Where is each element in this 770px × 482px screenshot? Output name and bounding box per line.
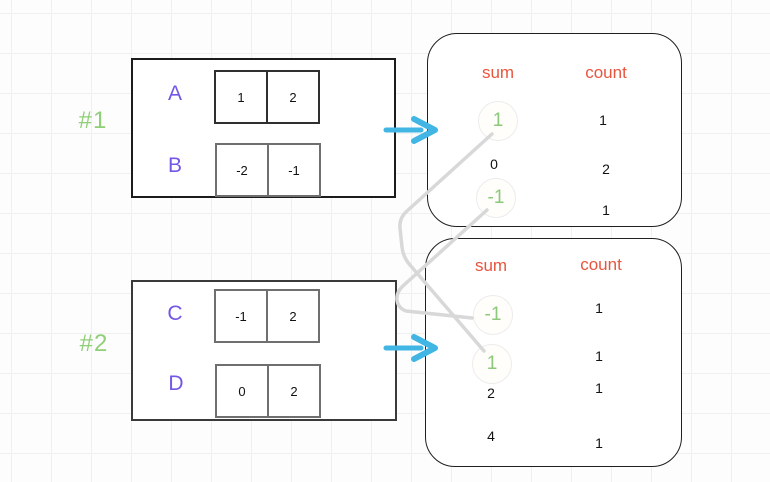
sum-column-header: sum <box>474 256 508 275</box>
count-column-header: count <box>580 255 622 274</box>
highlighted-sum-value: -1 <box>476 178 516 218</box>
array-cell: 0 <box>215 364 269 418</box>
sum-value: 1 <box>486 353 498 374</box>
array-a-cells: 1 2 <box>214 70 320 124</box>
count-column-header: count <box>585 63 627 82</box>
array-cell: 2 <box>266 289 320 343</box>
sum-column-header: sum <box>481 63 515 82</box>
array-cell: -2 <box>215 143 269 197</box>
count-value: 1 <box>595 348 603 364</box>
array-cell: 1 <box>214 70 268 124</box>
sum-value: 1 <box>492 110 504 131</box>
array-b-cells: -2 -1 <box>215 143 321 197</box>
group-2-box: C -1 2 D 0 2 <box>131 280 397 421</box>
sum-value: 4 <box>487 428 495 444</box>
array-d-cells: 0 2 <box>215 364 321 418</box>
group-1-label: #1 <box>78 107 108 134</box>
array-b-label: B <box>167 154 183 177</box>
count-value: 1 <box>595 300 603 316</box>
array-c-label: C <box>167 302 183 325</box>
count-value: 1 <box>595 380 603 396</box>
sum-count-table-1: sum count 1 1 0 2 -1 1 <box>427 33 682 227</box>
highlighted-sum-value: 1 <box>472 344 512 384</box>
array-cell: -1 <box>214 289 268 343</box>
count-value: 1 <box>599 112 607 128</box>
array-cell: 2 <box>267 364 321 418</box>
sum-value: 0 <box>490 156 498 172</box>
array-c-cells: -1 2 <box>214 289 320 343</box>
array-d-label: D <box>168 372 184 395</box>
sum-count-table-2: sum count -1 1 1 1 2 1 4 1 <box>425 238 682 467</box>
sum-value: 2 <box>487 385 495 401</box>
highlighted-sum-value: -1 <box>473 295 513 335</box>
count-value: 1 <box>602 202 610 218</box>
sum-value: -1 <box>487 187 505 208</box>
array-cell: -1 <box>267 143 321 197</box>
count-value: 2 <box>602 161 610 177</box>
sum-value: -1 <box>484 304 502 325</box>
highlighted-sum-value: 1 <box>478 101 518 141</box>
group-2-label: #2 <box>79 330 109 357</box>
count-value: 1 <box>595 435 603 451</box>
array-a-label: A <box>167 82 183 105</box>
group-1-box: A 1 2 B -2 -1 <box>131 58 396 198</box>
array-cell: 2 <box>266 70 320 124</box>
